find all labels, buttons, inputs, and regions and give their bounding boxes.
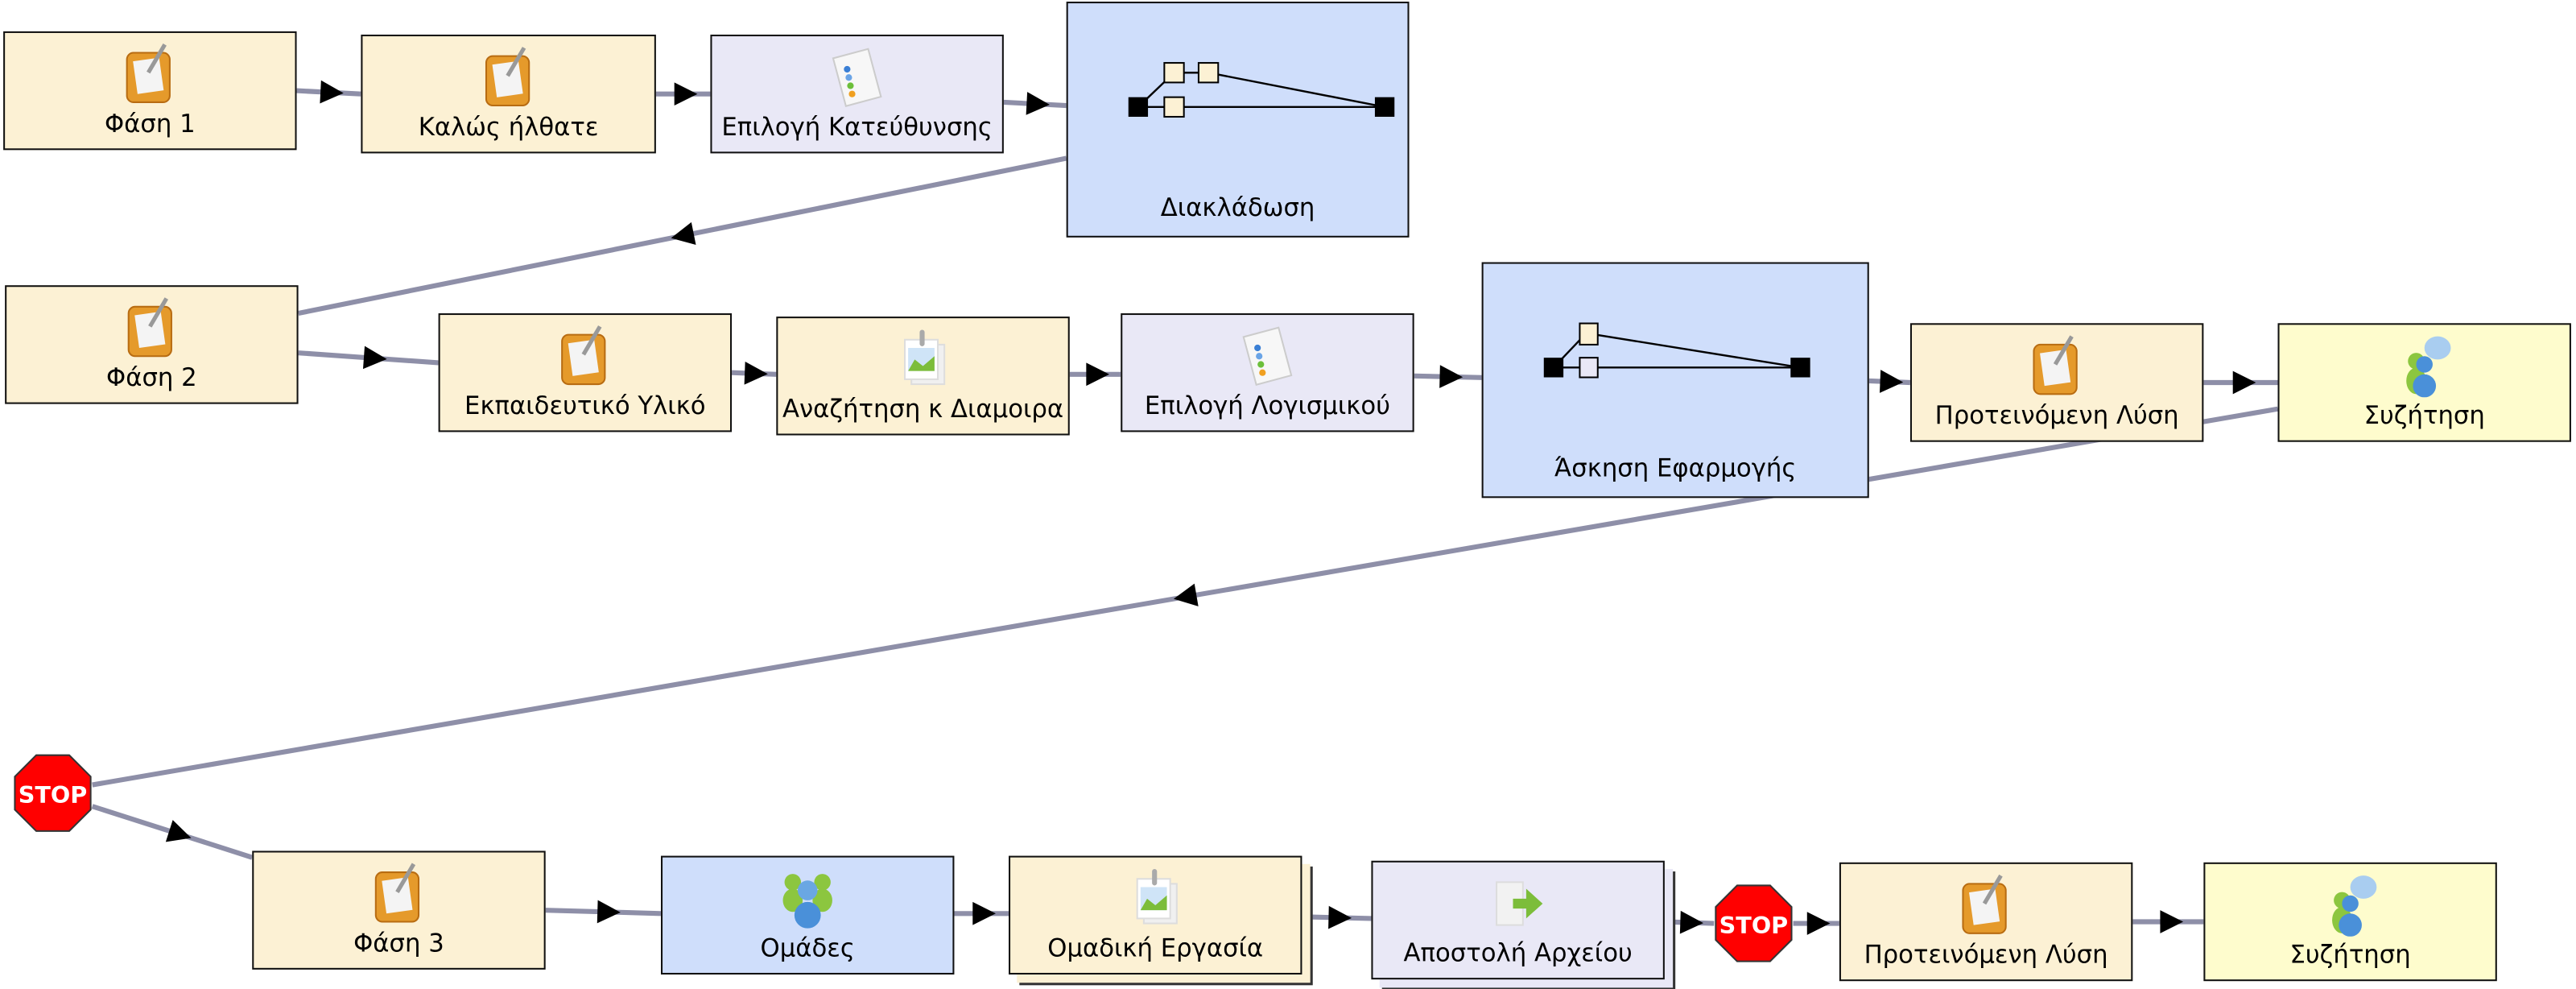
activity-node-phase-2[interactable]: Φάση 2 xyxy=(5,285,299,404)
arrowhead-icon xyxy=(671,221,696,245)
chat-users-icon xyxy=(2406,336,2451,398)
image-share-icon xyxy=(903,329,946,386)
notebook-icon xyxy=(561,325,606,386)
chat-users-icon xyxy=(2332,875,2377,937)
arrowhead-icon xyxy=(2232,370,2256,395)
notebook-icon xyxy=(126,43,171,103)
checklist-icon xyxy=(832,48,882,107)
image-share-icon xyxy=(1136,868,1178,925)
node-label: Άσκηση Εφαρμογής xyxy=(1554,453,1797,483)
stop-gate-node[interactable]: STOP xyxy=(13,754,92,833)
node-label: Φάση 3 xyxy=(353,928,444,958)
arrowhead-icon xyxy=(1880,370,1904,393)
branching-node-diaklados[interactable]: Διακλάδωση xyxy=(1066,2,1410,238)
node-label: Αναζήτηση κ Διαμοιρα xyxy=(782,394,1064,424)
arrowhead-icon xyxy=(1679,910,1703,934)
node-label: Επιλογή Λογισμικού xyxy=(1144,391,1390,421)
node-label: Εκπαιδευτικό Υλικό xyxy=(464,391,706,421)
notebook-icon xyxy=(1962,874,2007,934)
discussion-node-2[interactable]: Συζήτηση xyxy=(2203,862,2497,982)
notebook-icon xyxy=(2033,335,2078,395)
arrowhead-icon xyxy=(1026,92,1050,115)
node-label: Αποστολή Αρχείου xyxy=(1403,937,1633,968)
grouping-node-teams[interactable]: Ομάδες xyxy=(661,855,955,975)
branching-node-exercise[interactable]: Άσκηση Εφαρμογής xyxy=(1481,262,1869,499)
choice-node-software[interactable]: Επιλογή Λογισμικού xyxy=(1121,313,1414,432)
arrowhead-icon xyxy=(320,80,344,104)
arrowhead-icon xyxy=(597,900,621,924)
branching-icon xyxy=(1128,62,1395,118)
node-label: Συζήτηση xyxy=(2363,400,2485,431)
stop-label: STOP xyxy=(1719,912,1789,939)
node-label: Προτεινόμενη Λύση xyxy=(1864,940,2108,970)
node-label: Καλώς ήλθατε xyxy=(418,112,599,143)
submit-file-node[interactable]: Αποστολή Αρχείου xyxy=(1371,860,1665,980)
arrowhead-icon xyxy=(972,901,996,925)
notebook-icon xyxy=(484,47,530,107)
activity-node-educational-material[interactable]: Εκπαιδευτικό Υλικό xyxy=(438,313,733,432)
choice-node-direction[interactable]: Επιλογή Κατεύθυνσης xyxy=(710,34,1004,154)
arrowhead-icon xyxy=(1086,362,1110,387)
node-label: Ομάδες xyxy=(760,933,855,963)
node-label: Διακλάδωση xyxy=(1160,192,1315,223)
activity-node-proposed-solution[interactable]: Προτεινόμενη Λύση xyxy=(1909,323,2204,442)
arrowhead-icon xyxy=(362,346,387,370)
activity-node-proposed-solution-2[interactable]: Προτεινόμενη Λύση xyxy=(1839,862,2133,982)
node-label: Προτεινόμενη Λύση xyxy=(1934,400,2179,431)
node-label: Συζήτηση xyxy=(2289,940,2411,970)
activity-node-welcome[interactable]: Καλώς ήλθατε xyxy=(361,34,656,154)
notebook-icon xyxy=(127,297,172,358)
arrowhead-icon xyxy=(165,820,192,842)
node-label: Φάση 2 xyxy=(106,362,197,393)
node-label: Ομαδική Εργασία xyxy=(1047,933,1264,963)
stop-sign-icon: STOP xyxy=(1715,884,1793,962)
arrowhead-icon xyxy=(1328,905,1352,929)
arrowhead-icon xyxy=(1439,365,1463,388)
node-label: Φάση 1 xyxy=(104,109,196,139)
notebook-icon xyxy=(374,863,420,923)
discussion-node[interactable]: Συζήτηση xyxy=(2277,323,2571,442)
stop-gate-node[interactable]: STOP xyxy=(1714,883,1793,962)
arrowhead-icon xyxy=(744,361,768,385)
users-group-icon xyxy=(782,874,832,929)
checklist-icon xyxy=(1242,326,1293,386)
stop-label: STOP xyxy=(19,781,88,809)
file-submit-icon xyxy=(1496,881,1543,926)
arrowhead-icon xyxy=(2160,910,2184,933)
activity-node-phase-1[interactable]: Φάση 1 xyxy=(3,31,297,151)
node-label: Επιλογή Κατεύθυνσης xyxy=(721,112,993,143)
arrowhead-icon xyxy=(1806,912,1831,935)
activity-node-phase-3[interactable]: Φάση 3 xyxy=(252,850,546,970)
activity-node-search-share[interactable]: Αναζήτηση κ Διαμοιρα xyxy=(776,317,1070,436)
branching-icon xyxy=(1543,322,1810,379)
stop-sign-icon: STOP xyxy=(14,754,92,832)
arrowhead-icon xyxy=(1173,583,1199,606)
activity-node-group-work[interactable]: Ομαδική Εργασία xyxy=(1009,855,1302,975)
arrowhead-icon xyxy=(674,82,698,106)
